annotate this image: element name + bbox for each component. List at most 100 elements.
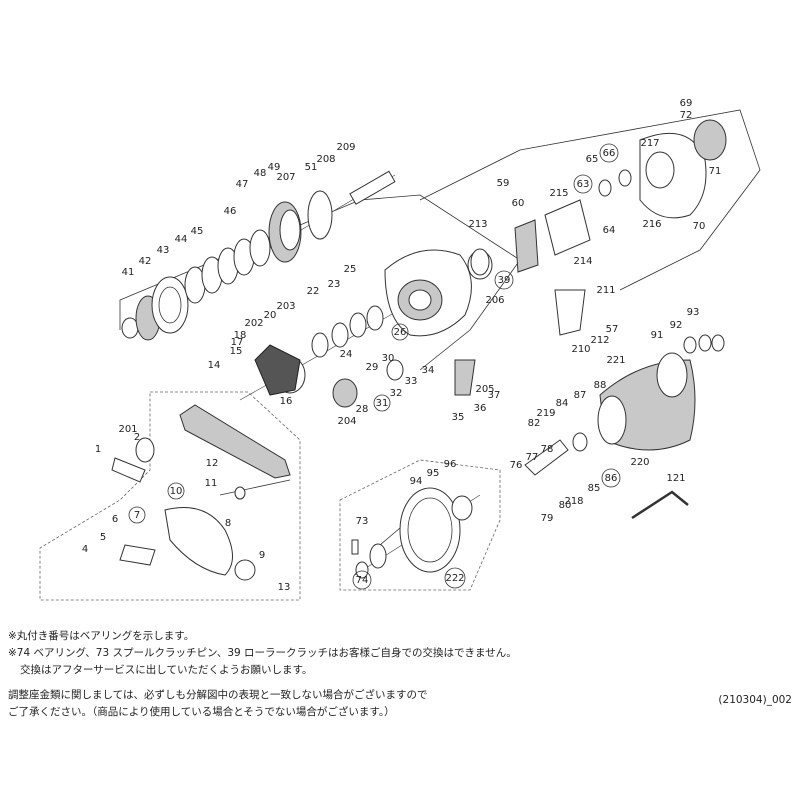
part-label-8: 8 (225, 518, 231, 529)
part-label-17: 17 (231, 337, 244, 348)
part-label-24: 24 (340, 349, 353, 360)
note-line-3: 交換はアフターサービスに出していただくようお願いします。 (20, 664, 313, 676)
part-label-46: 46 (224, 206, 237, 217)
hex-wrench (631, 490, 689, 520)
part-label-69: 69 (680, 98, 693, 109)
part-label-18: 18 (234, 330, 247, 341)
part-label-80: 80 (559, 500, 572, 511)
part-label-2: 2 (134, 432, 140, 443)
part-label-73: 73 (356, 516, 369, 527)
part-label-95: 95 (427, 468, 440, 479)
part-label-213: 213 (468, 219, 487, 230)
part-label-59: 59 (497, 178, 510, 189)
part-label-35: 35 (452, 412, 465, 423)
note-line-5: ご了承ください。（商品により使用している場合とそうでない場合がございます。） (8, 706, 395, 718)
part-label-51: 51 (305, 162, 318, 173)
part-label-34: 34 (422, 365, 435, 376)
handle-arm (111, 344, 301, 581)
part-label-207: 207 (276, 172, 295, 183)
part-label-88: 88 (594, 380, 607, 391)
part-label-5: 5 (100, 532, 106, 543)
part-label-29: 29 (366, 362, 379, 373)
part-label-4: 4 (82, 544, 88, 555)
part-label-37: 37 (488, 390, 501, 401)
circled-part-label-31: 31 (376, 398, 389, 409)
circled-part-label-26: 26 (394, 327, 407, 338)
part-label-6: 6 (112, 514, 118, 525)
part-label-15: 15 (230, 346, 243, 357)
part-label-201: 201 (118, 424, 137, 435)
part-label-43: 43 (157, 245, 170, 256)
gear-stack (121, 170, 396, 341)
part-label-96: 96 (444, 459, 457, 470)
footnotes: ※丸付き番号はベアリングを示します。 ※74 ベアリング、73 スプールクラッチ… (8, 628, 788, 721)
circled-part-label-222: 222 (445, 573, 464, 584)
part-label-30: 30 (382, 353, 395, 364)
part-label-11: 11 (205, 478, 218, 489)
circled-part-label-66: 66 (603, 148, 616, 159)
part-label-121: 121 (666, 473, 685, 484)
part-label-215: 215 (549, 188, 568, 199)
part-label-76: 76 (510, 460, 523, 471)
part-label-78: 78 (541, 444, 554, 455)
part-label-77: 77 (526, 452, 539, 463)
part-label-219: 219 (536, 408, 555, 419)
part-label-28: 28 (356, 404, 369, 415)
part-label-91: 91 (651, 330, 664, 341)
part-label-23: 23 (328, 279, 341, 290)
part-label-206: 206 (485, 295, 504, 306)
circled-label-markers (128, 143, 621, 590)
part-label-57: 57 (606, 324, 619, 335)
reference-code: (210304)_002 (718, 694, 792, 706)
part-label-205: 205 (475, 384, 494, 395)
part-label-85: 85 (588, 483, 601, 494)
part-label-212: 212 (590, 335, 609, 346)
part-label-48: 48 (254, 168, 267, 179)
part-label-94: 94 (410, 476, 423, 487)
part-label-218: 218 (564, 496, 583, 507)
part-label-214: 214 (573, 256, 592, 267)
part-label-79: 79 (541, 513, 554, 524)
part-label-93: 93 (687, 307, 700, 318)
circled-part-label-7: 7 (134, 510, 140, 521)
part-label-20: 20 (264, 310, 277, 321)
note-line-2: ※74 ベアリング、73 スプールクラッチピン、39 ローラークラッチはお客様ご… (8, 647, 517, 659)
part-label-202: 202 (244, 318, 263, 329)
part-label-70: 70 (693, 221, 706, 232)
circled-part-label-74: 74 (356, 575, 369, 586)
part-label-60: 60 (512, 198, 525, 209)
spool (351, 487, 473, 579)
note-line-4: 調整座金類に関しましては、必ずしも分解図中の表現と一致しない場合がございますので (8, 689, 428, 701)
upper-group-boundary (119, 194, 521, 371)
part-label-16: 16 (280, 396, 293, 407)
part-label-216: 216 (642, 219, 661, 230)
circled-part-label-86: 86 (605, 473, 618, 484)
part-label-209: 209 (336, 142, 355, 153)
part-label-203: 203 (276, 301, 295, 312)
part-label-211: 211 (596, 285, 615, 296)
circled-part-label-39: 39 (498, 275, 511, 286)
part-label-82: 82 (528, 418, 541, 429)
part-label-9: 9 (259, 550, 265, 561)
part-label-220: 220 (630, 457, 649, 468)
note-line-1: ※丸付き番号はベアリングを示します。 (8, 630, 195, 642)
part-label-87: 87 (574, 390, 587, 401)
side-plate-frame (384, 249, 493, 337)
part-label-32: 32 (390, 388, 403, 399)
part-label-64: 64 (603, 225, 616, 236)
part-label-42: 42 (139, 256, 152, 267)
spool-assembly-outline (339, 459, 501, 591)
part-label-72: 72 (680, 110, 693, 121)
part-label-65: 65 (586, 154, 599, 165)
part-label-25: 25 (344, 264, 357, 275)
part-label-84: 84 (556, 398, 569, 409)
part-label-41: 41 (122, 267, 135, 278)
part-label-33: 33 (405, 376, 418, 387)
part-label-13: 13 (278, 582, 291, 593)
part-label-44: 44 (175, 234, 188, 245)
part-label-47: 47 (236, 179, 249, 190)
right-group-boundary (419, 109, 761, 291)
part-label-208: 208 (316, 154, 335, 165)
